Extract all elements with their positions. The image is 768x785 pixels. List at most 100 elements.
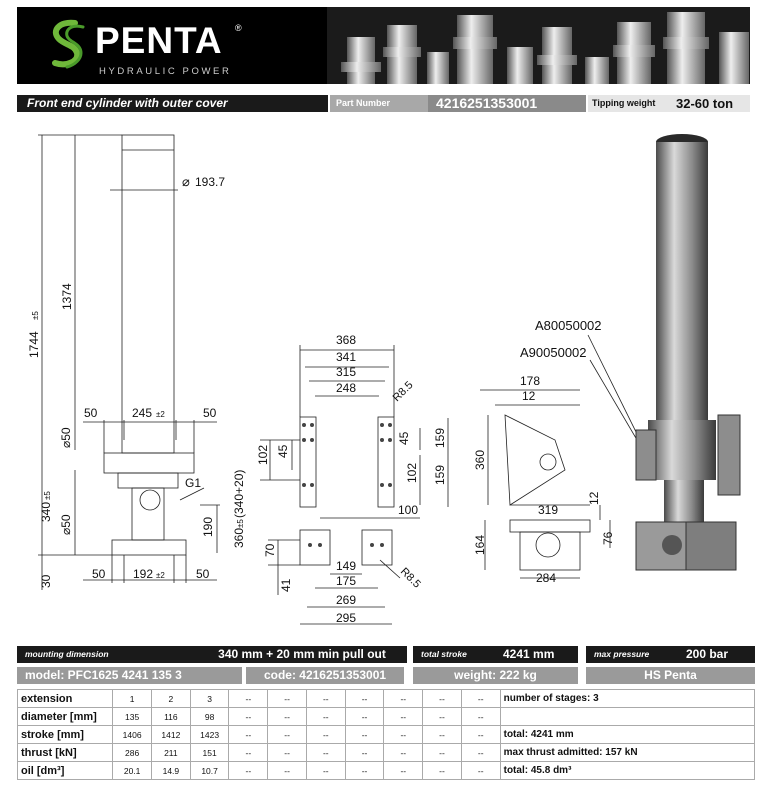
row-note — [499, 707, 756, 726]
table-cell: -- — [383, 689, 424, 708]
ref-a80050002: A80050002 — [535, 318, 602, 333]
table-cell: 116 — [151, 707, 191, 726]
ref-a90050002: A90050002 — [520, 345, 587, 360]
table-cell: 2 — [151, 689, 191, 708]
table-cell: 1 — [112, 689, 152, 708]
pressure-label: max pressure — [586, 646, 686, 663]
mount-side-view — [480, 334, 641, 579]
header-banner: PENTA ® HYDRAULIC POWER — [17, 7, 750, 84]
part-number-value: 4216251353001 — [428, 95, 586, 112]
dim-192-tol: ±2 — [156, 571, 165, 580]
table-cell: -- — [344, 707, 385, 726]
table-cell: -- — [267, 725, 307, 744]
table-cell: 211 — [151, 743, 191, 762]
registered-mark: ® — [235, 23, 242, 33]
dim-phi50-bot: ⌀50 — [59, 514, 73, 535]
technical-drawing: 1744 ±5 1374 ⌀ 193.7 50 245 ±2 50 ⌀50 34… — [27, 134, 741, 625]
row-note: max thrust admitted: 157 kN — [499, 743, 756, 762]
dim-45a: 45 — [276, 444, 290, 458]
table-cell: 1412 — [151, 725, 191, 744]
dim-269: 269 — [336, 593, 356, 607]
dim-284: 284 — [536, 571, 556, 585]
dim-178: 178 — [520, 374, 540, 388]
title-bar: Front end cylinder with outer cover — [17, 95, 328, 112]
weight-label: weight: 222 kg — [413, 667, 578, 684]
table-cell: -- — [344, 743, 385, 762]
dim-175: 175 — [336, 574, 356, 588]
table-cell: -- — [228, 707, 269, 726]
table-cell: -- — [422, 689, 462, 708]
tipping-weight-label: Tipping weight — [588, 95, 668, 112]
bracket-front-view — [260, 345, 449, 625]
dim-r85b: R8.5 — [398, 566, 423, 591]
dim-248: 248 — [336, 381, 356, 395]
table-cell: -- — [460, 761, 501, 780]
table-cell: -- — [383, 725, 424, 744]
dim-phi50-top: ⌀50 — [59, 427, 73, 448]
table-cell: -- — [460, 725, 501, 744]
code-label: code: 4216251353001 — [246, 667, 404, 684]
table-cell: -- — [422, 707, 462, 726]
dim-76: 76 — [601, 531, 615, 545]
dim-1374: 1374 — [60, 283, 74, 310]
table-cell: -- — [305, 743, 346, 762]
dim-192: 192 — [133, 567, 153, 581]
dim-149: 149 — [336, 559, 356, 573]
dim-245-tol: ±2 — [156, 410, 165, 419]
row-note: number of stages: 3 — [499, 689, 756, 708]
table-cell: -- — [422, 725, 462, 744]
dim-70: 70 — [263, 543, 277, 557]
table-cell: -- — [383, 707, 424, 726]
dim-total-length: 1744 — [27, 331, 41, 358]
part-number-label: Part Number — [330, 95, 428, 112]
cylinder-photos — [327, 7, 750, 84]
stroke-label: total stroke — [413, 646, 503, 663]
table-cell: -- — [228, 743, 269, 762]
table-cell: -- — [267, 707, 307, 726]
table-cell: 286 — [112, 743, 152, 762]
row-label: extension — [16, 689, 114, 708]
dim-360: 360 — [232, 528, 246, 548]
table-cell: -- — [344, 689, 385, 708]
dim-100: 100 — [398, 503, 418, 517]
dim-total-length-tol: ±5 — [31, 311, 40, 320]
dim-50d: 50 — [196, 567, 210, 581]
dim-360-paren: (340+20) — [232, 470, 246, 518]
table-cell: 3 — [189, 689, 230, 708]
dim-164: 164 — [473, 535, 487, 555]
pressure-value: 200 bar — [686, 646, 755, 663]
row-label: oil [dm³] — [16, 761, 114, 780]
dim-102a: 102 — [256, 445, 270, 465]
table-cell: -- — [305, 725, 346, 744]
table-cell: 1423 — [189, 725, 230, 744]
table-cell: 1406 — [112, 725, 152, 744]
dim-45b: 45 — [397, 431, 411, 445]
table-cell: -- — [344, 725, 385, 744]
table-cell: -- — [460, 743, 501, 762]
table-cell: -- — [305, 689, 346, 708]
dim-360b: 360 — [473, 450, 487, 470]
dim-159a: 159 — [433, 428, 447, 448]
row-note: total: 4241 mm — [499, 725, 756, 744]
dim-190: 190 — [201, 517, 215, 537]
model-label: model: PFC1625 4241 135 3 — [17, 667, 242, 684]
brand-tagline: HYDRAULIC POWER — [99, 66, 232, 77]
cylinder-side-view — [38, 134, 220, 590]
table-cell: -- — [383, 761, 424, 780]
table-cell: 14.9 — [151, 761, 191, 780]
table-cell: -- — [422, 743, 462, 762]
dim-12a: 12 — [522, 389, 536, 403]
table-cell: -- — [267, 761, 307, 780]
table-cell: -- — [228, 725, 269, 744]
dim-315: 315 — [336, 365, 356, 379]
table-cell: 151 — [189, 743, 230, 762]
row-label: stroke [mm] — [16, 725, 114, 744]
penta-logo-icon — [52, 19, 85, 69]
table-cell: -- — [305, 761, 346, 780]
dim-340: 340 — [39, 502, 53, 522]
stroke-value: 4241 mm — [503, 646, 578, 663]
row-label: thrust [kN] — [16, 743, 114, 762]
